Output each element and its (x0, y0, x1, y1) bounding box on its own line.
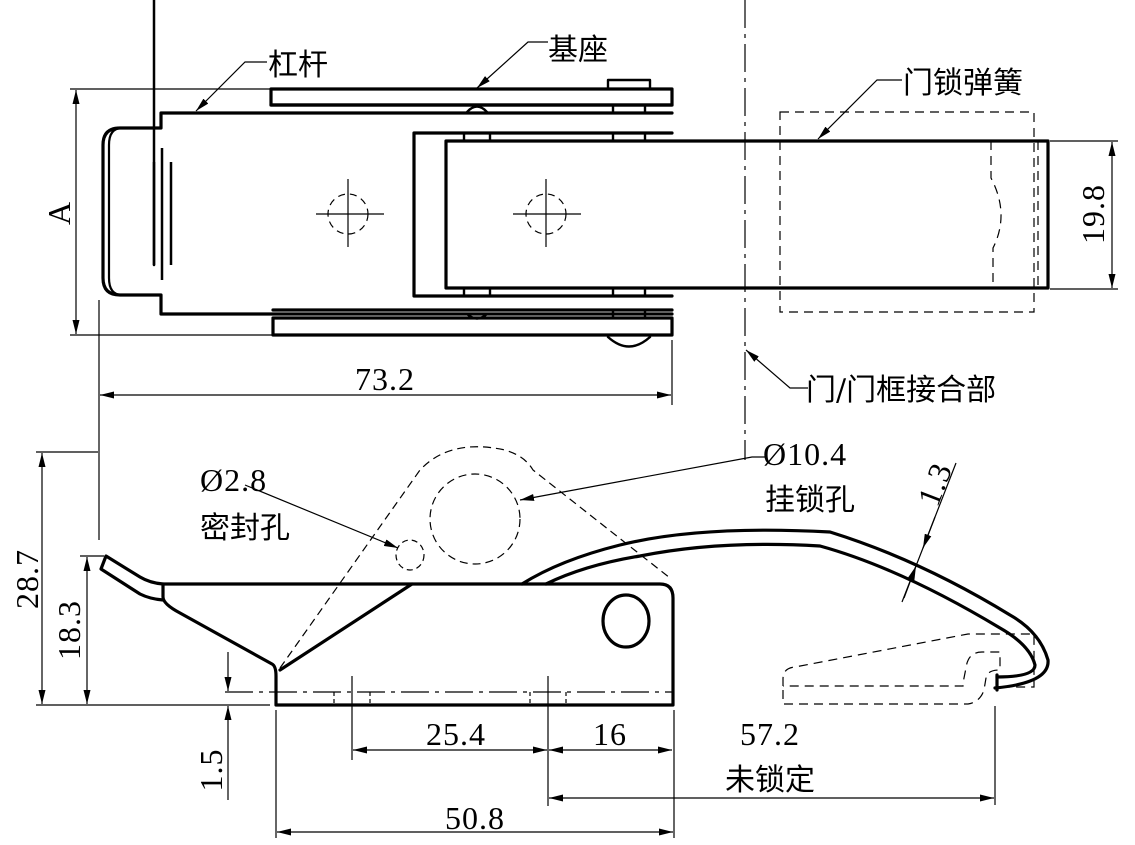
dimension-base-length: 50.8 (445, 800, 505, 836)
label-lever: 杠杆 (268, 48, 328, 83)
hook-frame (412, 131, 674, 298)
dimension-A: A (41, 201, 77, 225)
dimension-hole-spacing: 25.4 (426, 716, 486, 752)
base-body-outline (161, 582, 675, 707)
dimension-body-height: 18.3 (51, 600, 87, 660)
base-plate-top (269, 87, 674, 107)
leader-door-frame (745, 349, 808, 389)
label-seal-hole-dia: Ø2.8 (200, 462, 267, 498)
rivet-bump (465, 105, 489, 114)
label-door-frame-joint: 门/门框接合部 (806, 373, 996, 408)
wire-hook-inner (544, 542, 1037, 679)
leader-lever (195, 61, 267, 112)
hole-center-mark (513, 179, 581, 247)
dimension-base-thickness: 1.5 (193, 749, 229, 792)
base-plate-bottom (271, 316, 674, 337)
rivet-head (606, 335, 652, 348)
lever-outline (101, 111, 674, 316)
dimension-width: 73.2 (355, 361, 415, 397)
pivot-hole (601, 593, 651, 649)
dimension-arrow (922, 516, 936, 549)
label-seal-hole: 密封孔 (200, 511, 290, 546)
lever-tip (99, 554, 165, 602)
lever-diagonal (278, 582, 414, 672)
top-view: A 19.8 73.2 杠杆 基座 门锁弹簧 门/门框接合部 (41, 0, 1118, 540)
lever-inner-edge (107, 126, 124, 297)
strike-side-hidden (782, 633, 1035, 688)
padlock-hole-hidden (429, 473, 521, 565)
label-door-spring: 门锁弹簧 (903, 66, 1023, 101)
wire-hook-outer (520, 528, 1050, 690)
hook-wire-band (444, 139, 1050, 290)
label-padlock-hole-dia: Ø10.4 (763, 436, 847, 472)
strike-side-hidden-lower (782, 651, 1001, 705)
dimension-overall-height: 28.7 (9, 549, 45, 609)
side-view: Ø2.8 密封孔 Ø10.4 挂锁孔 1.3 28.7 18.3 1.5 25.… (9, 436, 1050, 838)
label-padlock-hole: 挂锁孔 (765, 483, 855, 518)
dimension-wire-thickness: 1.3 (910, 458, 959, 511)
dimension-unlocked: 57.2 (740, 716, 800, 752)
leader-base (476, 41, 548, 89)
dimension-hole-to-end: 16 (593, 716, 627, 752)
strike-hidden-outline (779, 111, 1035, 313)
dimension-arrow (903, 565, 917, 599)
rivet-tab (606, 78, 652, 91)
leader-seal-hole (244, 484, 399, 549)
rivet-bump (465, 312, 489, 320)
hole-center-mark (316, 179, 384, 247)
leader-door-spring (817, 79, 902, 140)
leader-padlock-hole (519, 456, 765, 501)
label-base: 基座 (548, 33, 608, 68)
label-unlocked: 未锁定 (725, 763, 815, 798)
strike-notch-hidden (990, 141, 1002, 288)
lever-lobe-hidden (279, 446, 671, 669)
dimension-strike-height: 19.8 (1075, 184, 1111, 244)
seal-hole-hidden (395, 539, 425, 571)
